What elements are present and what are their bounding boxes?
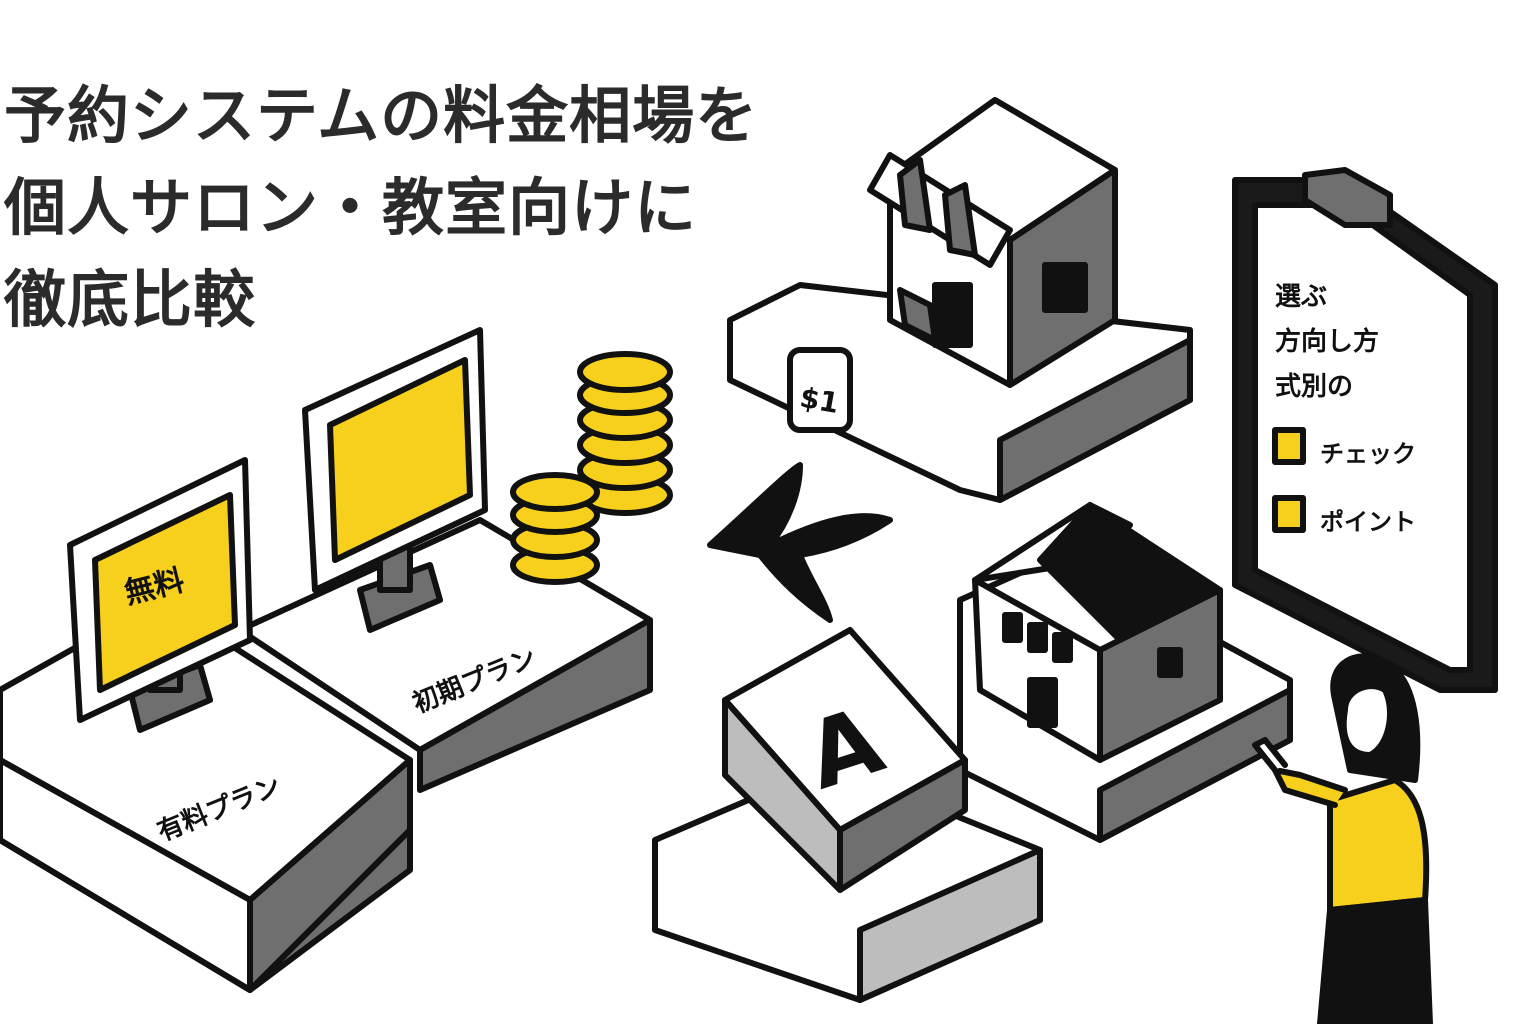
price-tag-text: $1 [797,381,841,420]
arrow-icon [707,462,893,623]
headline-line-1: 予約システムの料金相場を [4,79,759,152]
clipboard-clip [1302,167,1393,228]
monitor-center [302,327,488,633]
clipboard-line-3: 式別の [1275,372,1353,402]
headline: 予約システムの料金相場を 個人サロン・教室向けに 徹底比較 [4,70,758,346]
clipboard-item-2: ポイント [1320,508,1416,536]
house-building [972,502,1223,763]
clipboard-line-1: 選ぶ [1275,282,1327,312]
clipboard-item-1: チェック [1320,440,1416,468]
clipboard-line-2: 方向し方 [1275,326,1379,357]
headline-line-3: 徹底比較 [4,263,257,336]
letter-block [722,627,968,893]
headline-line-2: 個人サロン・教室向けに [4,171,698,244]
clipboard [1232,167,1498,693]
woman-figure [1252,653,1433,1024]
monitor-left-screen [92,492,238,693]
coin-stack-short [510,472,600,585]
clipboard-checkbox-2 [1272,495,1306,533]
coin-stack-tall [577,351,673,516]
monitor-left [67,457,253,733]
shop-building [867,97,1118,388]
monitor-center-screen [327,357,473,563]
clipboard-checkbox-1 [1272,427,1306,465]
price-tag [787,347,853,433]
